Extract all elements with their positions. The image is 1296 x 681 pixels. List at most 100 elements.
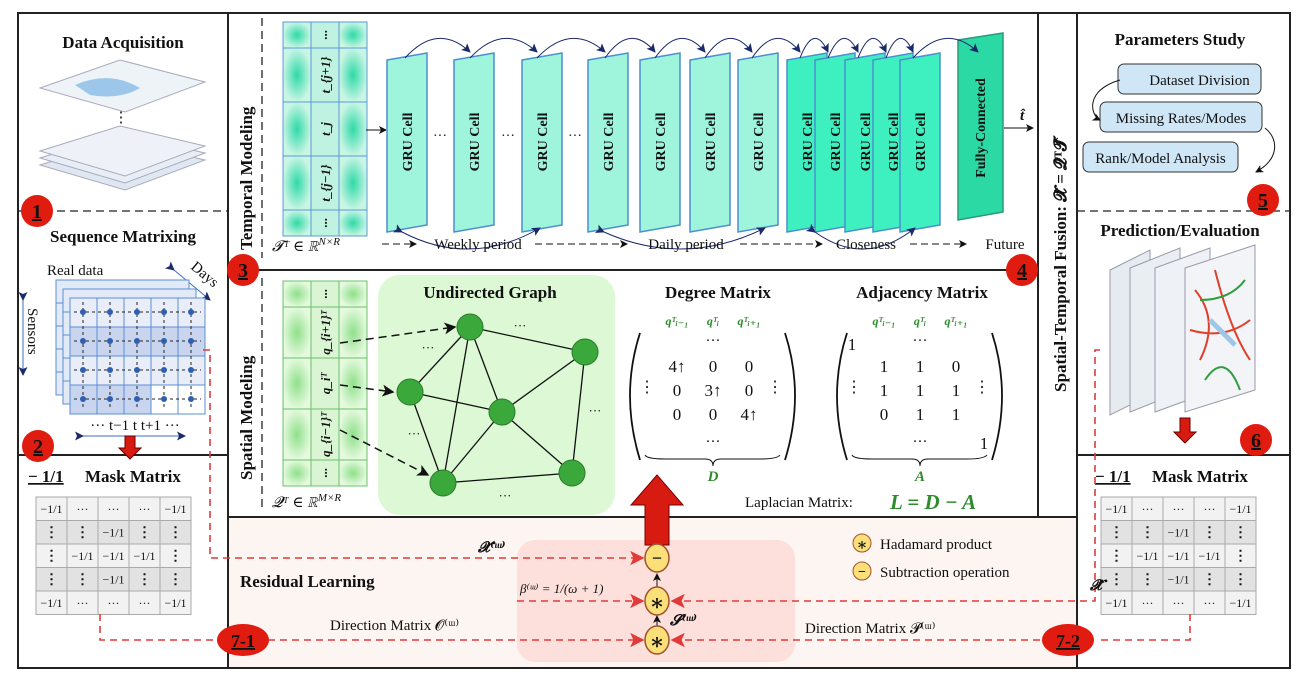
mask-matrix-right: −1/1·········−1/1⋮⋮−1/1⋮⋮⋮−1/1−1/1−1/1⋮⋮…	[1100, 496, 1257, 615]
fully-connected-layer	[957, 32, 1004, 221]
step-arrow-2	[1255, 127, 1276, 173]
left-paren	[629, 332, 641, 461]
badge-number: 6	[1251, 430, 1261, 452]
graph-node	[558, 459, 586, 487]
residual-learning-title: Residual Learning	[240, 572, 375, 591]
sequence-matrix-grid	[55, 279, 206, 415]
factor-cell	[338, 459, 368, 487]
mask-cell-value: ⋮	[1141, 526, 1155, 541]
adjacency-matrix-title: Adjacency Matrix	[856, 283, 988, 302]
graph-edge	[501, 411, 573, 474]
recurrent-arrow	[827, 38, 859, 59]
down-arrow-icon	[117, 435, 143, 460]
factor-cell	[338, 408, 368, 461]
svg-text:Mask Matrix: Mask Matrix	[1152, 467, 1248, 486]
badge-number: 4	[1017, 260, 1027, 282]
mask-cell-value: −1/1	[40, 502, 62, 516]
mask-cell-value: ⋮	[45, 549, 59, 564]
factor-cell	[338, 280, 368, 308]
period-label: Closeness	[836, 237, 896, 253]
recurrent-arrow	[912, 38, 979, 59]
mask-cell-value: ···	[77, 502, 89, 516]
gru-cell-label: GRU Cell	[914, 113, 929, 172]
sensor-point	[188, 338, 194, 344]
matrix-value: 0	[745, 381, 754, 400]
parameters-study-title: Parameters Study	[1115, 30, 1246, 49]
temporal-modeling-title: Temporal Modeling	[237, 106, 256, 250]
step-arrow-1	[1091, 79, 1121, 121]
sensor-point	[107, 309, 113, 315]
vdots: ⋮	[974, 379, 990, 396]
mask-cell-value: ···	[1173, 596, 1185, 610]
parameter-step-box	[1117, 63, 1262, 95]
graph-edge	[469, 326, 503, 413]
x-omega-label: 𝓧⁽ᵚ⁾	[477, 540, 506, 556]
factor-label: q_iᵀ	[318, 372, 333, 395]
red-dashed-flows	[99, 349, 1191, 648]
factor-cell	[282, 47, 312, 103]
fusion-title: Spatial-Temporal Fusion: 𝓧̂ = 𝓠̂ᵀ𝓣̂	[1051, 135, 1070, 392]
graph-node	[456, 313, 484, 341]
mask-cell-value: ⋮	[76, 526, 90, 541]
gru-cell-label: GRU Cell	[801, 113, 816, 172]
graph-edge	[409, 391, 444, 484]
matrix-value: 3↑	[705, 381, 722, 400]
gru-cell-label: GRU Cell	[704, 113, 719, 172]
factor-label: ···	[318, 218, 333, 228]
down-arrow-right-icon	[1172, 417, 1198, 444]
left-paren	[836, 332, 848, 461]
matrix-value: 1	[848, 335, 857, 354]
spatial-modeling-title: Spatial Modeling	[237, 355, 256, 480]
mask-cell-value: −1/1	[1229, 502, 1251, 516]
ellipsis: ···	[501, 129, 515, 144]
gru-cell-label: GRU Cell	[654, 113, 669, 172]
skip-arrow	[805, 223, 916, 250]
badge-number: 5	[1258, 190, 1268, 212]
gru-cell-label: GRU Cell	[859, 113, 874, 172]
mask-cell-value: −1/1	[1136, 549, 1158, 563]
factor-cell	[282, 280, 312, 308]
factor-cell	[310, 357, 340, 410]
mask-cell	[159, 590, 192, 615]
gru-cell	[521, 52, 563, 233]
up-arrow-icon	[629, 474, 685, 546]
mask-cell-value: ⋮	[76, 573, 90, 588]
beta-formula: β⁽ᵚ⁾ = 1/(ω + 1)	[519, 581, 603, 596]
mask-title-left: − 1/1 Mask Matrix	[28, 467, 181, 486]
graph-edge	[571, 351, 586, 474]
ellipsis: ···	[913, 434, 928, 450]
mask-cell-value: −1/1	[102, 526, 124, 540]
sensor-point	[80, 309, 86, 315]
sensors-label: Sensors	[24, 308, 40, 355]
vdots: ⋮	[767, 379, 783, 396]
mask-cell-value: −1/1	[71, 549, 93, 563]
factor-cell	[310, 459, 340, 487]
mask-cell-value: −1/1	[1167, 526, 1189, 540]
mask-cell-value: ⋮	[1110, 573, 1124, 588]
recurrent-arrow	[654, 37, 706, 59]
sensor-point	[188, 367, 194, 373]
factor-cell	[282, 21, 312, 49]
laplacian-formula: L = D − A	[889, 490, 976, 514]
svg-text:∗: ∗	[856, 537, 867, 554]
gru-cell	[899, 52, 941, 233]
temporal-factor-matrix: ···t_{j+1}t_jt_{j−1}···	[282, 21, 368, 237]
mask-cell-value: ⋮	[1234, 549, 1248, 564]
matrix-value: 1	[980, 434, 989, 453]
hadamard-operator-2: ∗	[644, 625, 670, 655]
data-acquisition-title: Data Acquisition	[62, 33, 184, 52]
underbrace	[644, 454, 781, 467]
spatial-factor-matrix: ···q_{i+1}ᵀq_iᵀq_{i−1}ᵀ···	[282, 280, 368, 487]
graph-title: Undirected Graph	[423, 283, 557, 302]
matrix-value: 0	[673, 405, 682, 424]
mask-cell-value: ⋮	[45, 526, 59, 541]
mask-cell-value: ⋮	[1234, 526, 1248, 541]
period-label: Future	[985, 237, 1025, 253]
mask-cell-value: −1/1	[102, 549, 124, 563]
column-header: qᵀᵢ	[914, 314, 926, 328]
recurrent-arrow	[536, 38, 606, 59]
matrix-value: 1	[880, 357, 889, 376]
svg-text:−: −	[652, 548, 662, 568]
